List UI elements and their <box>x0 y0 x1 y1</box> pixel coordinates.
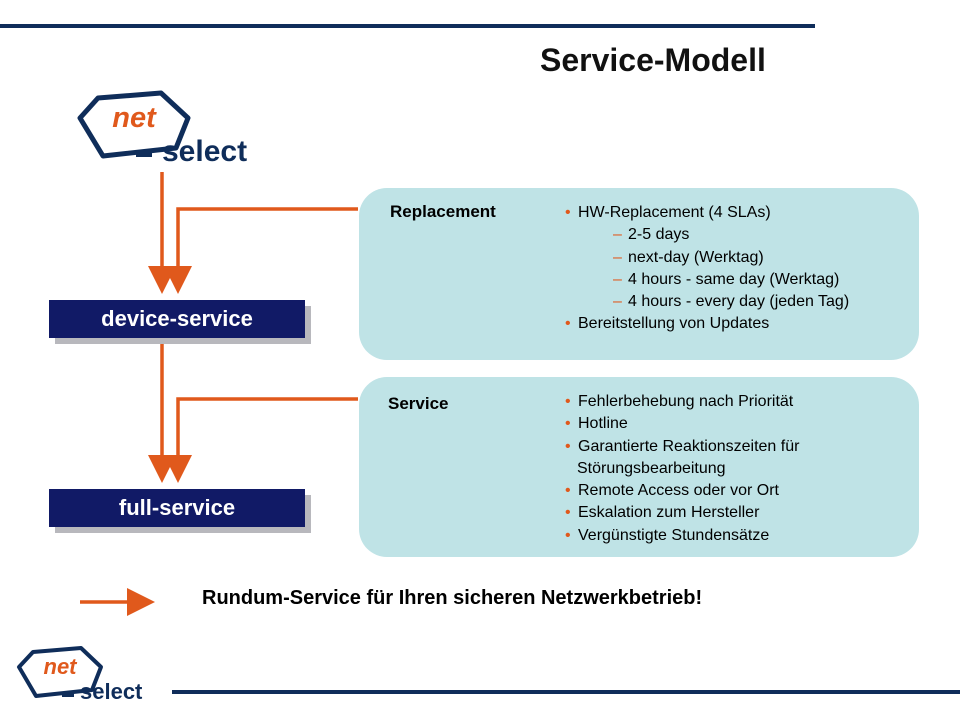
logo-hexagon <box>77 90 191 159</box>
logo-select-text: select <box>162 135 247 168</box>
list-item: Hotline <box>565 413 799 436</box>
top-rule <box>0 24 815 28</box>
bottom-rule <box>172 690 960 694</box>
net-select-logo: net select <box>77 90 247 168</box>
service-list: Fehlerbehebung nach Priorität Hotline Ga… <box>565 391 799 547</box>
logo-dash <box>136 151 152 157</box>
tagline: Rundum-Service für Ihren sicheren Netzwe… <box>202 587 703 609</box>
list-item: Eskalation zum Hersteller <box>565 502 799 525</box>
replacement-list: HW-Replacement (4 SLAs) 2-5 days next-da… <box>565 202 849 336</box>
list-item-continuation: Störungsbearbeitung <box>577 459 726 477</box>
arrow-replacement-to-device <box>164 207 358 294</box>
list-subitem: 4 hours - same day (Werktag) <box>565 269 849 292</box>
device-service-box: device-service <box>49 300 305 338</box>
logo-hexagon <box>17 646 103 698</box>
list-item: HW-Replacement (4 SLAs) <box>565 202 849 225</box>
list-item: Fehlerbehebung nach Priorität <box>565 391 799 414</box>
replacement-label: Replacement <box>390 202 496 221</box>
list-item: Remote Access oder vor Ort <box>565 480 799 503</box>
list-item: Vergünstigte Stundensätze <box>565 525 799 548</box>
logo-select-text: select <box>80 679 143 704</box>
list-subitem: 4 hours - every day (jeden Tag) <box>565 291 849 314</box>
logo-net-text: net <box>44 654 79 679</box>
list-subitem: 2-5 days <box>565 224 849 247</box>
list-item: Bereitstellung von Updates <box>565 313 849 336</box>
list-item: Garantierte Reaktionszeiten für <box>565 436 799 459</box>
logo-dash <box>62 692 74 697</box>
arrow-service-to-full <box>164 397 358 483</box>
service-label: Service <box>388 394 449 413</box>
logo-net-text: net <box>112 102 157 134</box>
full-service-box: full-service <box>49 489 305 527</box>
page-title: Service-Modell <box>540 42 766 78</box>
list-subitem: next-day (Werktag) <box>565 247 849 270</box>
net-select-logo-small: net select <box>17 646 143 704</box>
